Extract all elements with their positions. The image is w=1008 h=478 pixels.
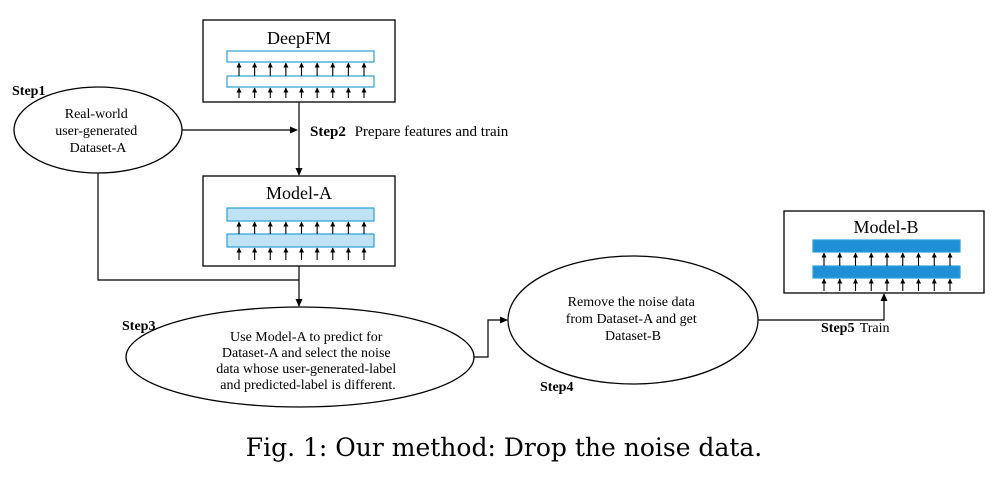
step3-line: and predicted-label is different. [220, 378, 395, 393]
step4-line: Remove the noise data [568, 295, 696, 310]
deepfm-title: DeepFM [267, 28, 331, 48]
step4-text: Remove the noise data from Dataset-A and… [566, 295, 701, 344]
step1-label: Step1 [12, 84, 45, 99]
step4-line: from Dataset-A and get [566, 312, 697, 327]
step5-annotation: Step5 Train [821, 321, 890, 336]
step3-line: Dataset-A and select the noise [222, 346, 391, 361]
hidden-layer [812, 265, 961, 279]
model-b-box: Model-B [783, 210, 985, 294]
hidden-layer [226, 50, 375, 63]
step4-label: Step4 [540, 380, 573, 395]
step3-label: Step3 [122, 319, 155, 334]
step3-text: Use Model-A to predict for Dataset-A and… [216, 330, 400, 393]
step1-line: Dataset-A [70, 141, 128, 156]
step5-text: Train [860, 321, 890, 336]
hidden-layer [226, 75, 375, 88]
step3-line: data whose user-generated-label [216, 362, 396, 377]
hidden-layer [226, 207, 375, 222]
line-step1-down [97, 173, 299, 281]
deepfm-box: DeepFM [202, 19, 396, 103]
arrow-step4-to-model-b [758, 293, 888, 321]
model-a-layers [226, 207, 375, 260]
step1-line: user-generated [55, 124, 137, 139]
step1-text: Real-world user-generated Dataset-A [55, 107, 141, 156]
hidden-layer [226, 233, 375, 248]
model-a-box: Model-A [202, 175, 396, 267]
model-b-layers [812, 239, 961, 291]
step1-line: Real-world [65, 107, 128, 122]
arrow-step3-to-step4 [474, 316, 508, 358]
step2-text: Prepare features and train [355, 124, 509, 140]
step3-line: Use Model-A to predict for [230, 330, 383, 345]
figure-caption: Fig. 1: Our method: Drop the noise data. [245, 433, 763, 462]
method-diagram: DeepFM Model-A Model-B Real-wo [12, 19, 985, 408]
step5-label: Step5 [821, 321, 854, 336]
model-a-title: Model-A [266, 183, 332, 203]
connectors [97, 102, 888, 358]
deepfm-layers [226, 50, 375, 98]
hidden-layer [812, 239, 961, 253]
step2-annotation: Step2 Prepare features and train [310, 124, 509, 140]
model-b-title: Model-B [854, 217, 919, 237]
step4-line: Dataset-B [605, 329, 661, 344]
step2-label: Step2 [310, 124, 346, 140]
